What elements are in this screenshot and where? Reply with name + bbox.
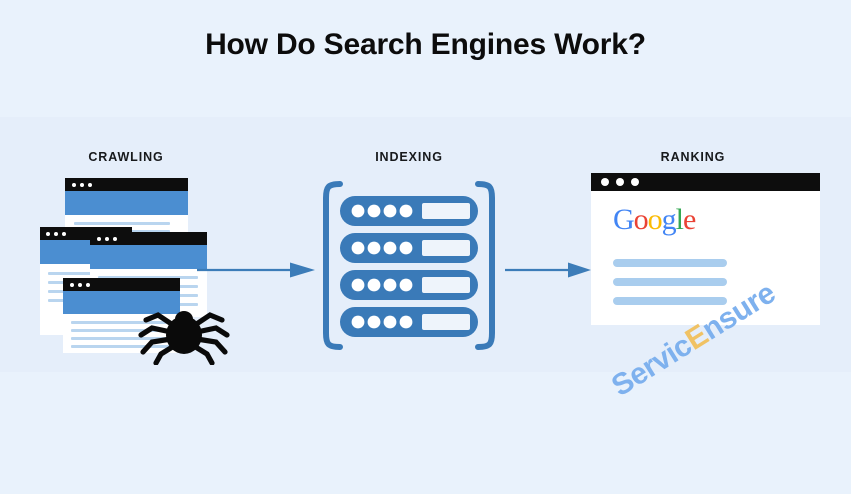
content-line [71, 321, 171, 324]
google-letter-o1: o [633, 203, 649, 236]
window-dot-icon [80, 182, 84, 187]
window-dot-icon [97, 236, 101, 241]
browser-header-band [63, 291, 180, 314]
search-result-bar [613, 297, 727, 305]
browser-titlebar [591, 173, 820, 191]
title-band [0, 0, 851, 117]
browser-titlebar [65, 178, 188, 191]
page-title: How Do Search Engines Work? [205, 28, 646, 61]
rack-row [340, 270, 478, 300]
window-dot-icon [88, 182, 92, 187]
spider-icon [138, 311, 230, 365]
rack-row [340, 233, 478, 263]
browser-content [63, 314, 180, 353]
arrow-indexing-to-ranking [505, 262, 591, 278]
window-dot-icon [631, 178, 639, 186]
google-logo: Google [613, 203, 696, 236]
content-line [71, 345, 171, 348]
window-dot-icon [616, 178, 624, 186]
ranking-browser-window: Google [591, 173, 820, 325]
browser-header-band [65, 191, 188, 215]
content-line [71, 329, 171, 332]
browser-titlebar [63, 278, 180, 291]
rack-row [340, 196, 478, 226]
window-dot-icon [70, 282, 74, 287]
server-rack-icon [323, 181, 495, 350]
window-dot-icon [86, 282, 90, 287]
stage-label-ranking: RANKING [660, 150, 726, 164]
stage-label-indexing: INDEXING [375, 150, 443, 164]
content-line [71, 337, 171, 340]
search-result-bar [613, 259, 727, 267]
footer-band [0, 372, 851, 494]
window-dot-icon [72, 182, 76, 187]
window-dot-icon [105, 236, 109, 241]
content-line [98, 276, 198, 279]
google-letter-e: e [683, 203, 696, 236]
google-letter-g1: G [613, 203, 635, 236]
window-dot-icon [601, 178, 609, 186]
google-letter-g2: g [661, 203, 677, 236]
content-line [48, 272, 116, 275]
window-dot-icon [46, 231, 50, 236]
window-dot-icon [54, 231, 58, 236]
browser-titlebar [90, 232, 207, 245]
search-result-bar [613, 278, 727, 286]
google-letter-o2: o [647, 203, 663, 236]
window-dot-icon [78, 282, 82, 287]
content-line [74, 222, 170, 225]
browser-header-band [90, 245, 207, 269]
rack-row [340, 307, 478, 337]
window-dot-icon [62, 231, 66, 236]
google-letter-l: l [675, 203, 684, 236]
arrow-crawling-to-indexing [197, 262, 315, 278]
stage-label-crawling: CRAWLING [88, 150, 164, 164]
window-dot-icon [113, 236, 117, 241]
